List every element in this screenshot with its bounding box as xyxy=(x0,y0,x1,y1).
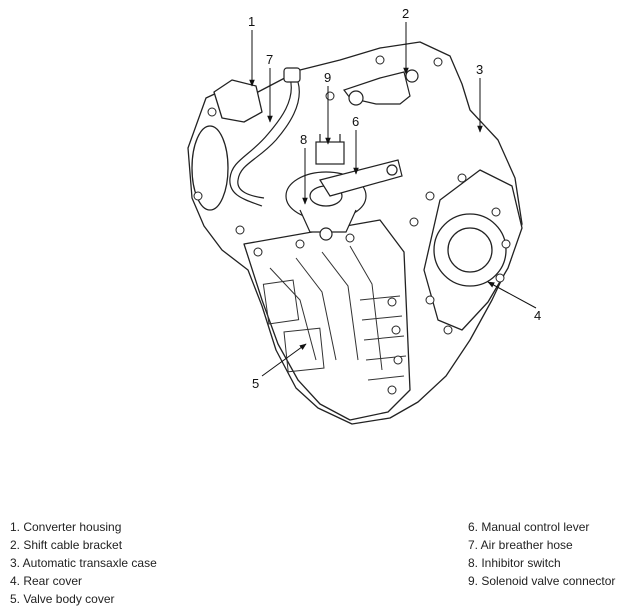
callout-3: 3 xyxy=(476,62,483,77)
transaxle-body xyxy=(187,41,523,425)
legend-item: 5. Valve body cover xyxy=(10,592,115,606)
legend-item: 9. Solenoid valve connector xyxy=(468,574,616,588)
shift-cable-bracket xyxy=(343,69,419,106)
transaxle-diagram: 1 2 3 4 5 6 7 8 9 xyxy=(187,6,541,425)
legend-item: 2. Shift cable bracket xyxy=(10,538,123,552)
leader-lines xyxy=(249,22,537,377)
legend-item: 8. Inhibitor switch xyxy=(468,556,561,570)
legend-item: 6. Manual control lever xyxy=(468,520,590,534)
callout-6: 6 xyxy=(352,114,359,129)
valve-body-ribs xyxy=(262,245,407,381)
callout-5: 5 xyxy=(252,376,259,391)
bolts xyxy=(193,55,511,395)
callout-9: 9 xyxy=(324,70,331,85)
callout-2: 2 xyxy=(402,6,409,21)
callout-1: 1 xyxy=(248,14,255,29)
legend-item: 7. Air breather hose xyxy=(468,538,573,552)
legend-right-column: 6. Manual control lever 7. Air breather … xyxy=(468,518,615,590)
legend-item: 3. Automatic transaxle case xyxy=(10,556,157,570)
callout-8: 8 xyxy=(300,132,307,147)
legend-item: 1. Converter housing xyxy=(10,520,122,534)
legend-item: 4. Rear cover xyxy=(10,574,83,588)
air-breather-hose xyxy=(229,67,301,207)
callout-7: 7 xyxy=(266,52,273,67)
legend-left-column: 1. Converter housing 2. Shift cable brac… xyxy=(10,518,157,608)
solenoid-valve-connector xyxy=(315,134,345,165)
callout-4: 4 xyxy=(534,308,541,323)
manual-control-lever xyxy=(319,159,403,197)
